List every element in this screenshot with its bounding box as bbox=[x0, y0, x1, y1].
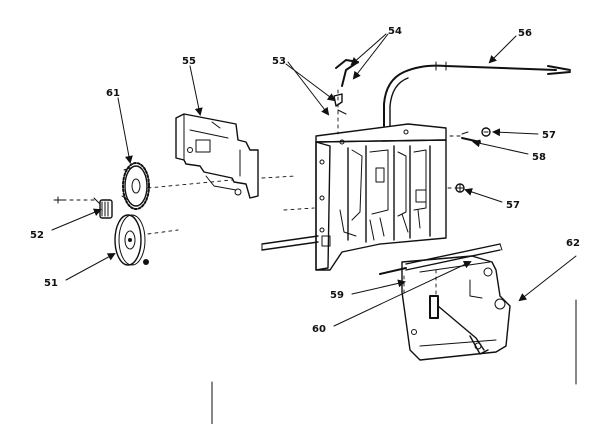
callout-56: 56 bbox=[518, 28, 532, 39]
callout-55: 55 bbox=[182, 56, 196, 67]
spring-part-54 bbox=[335, 59, 359, 87]
callout-labels: 61 52 51 55 53 54 56 57 58 57 62 59 60 bbox=[30, 26, 580, 335]
clip-part-53 bbox=[333, 93, 347, 115]
bracket-part-55 bbox=[175, 113, 259, 199]
washer-part-58 bbox=[461, 131, 481, 143]
gear-part-61 bbox=[121, 162, 150, 210]
switch-housing-block bbox=[261, 123, 447, 271]
callout-61: 61 bbox=[106, 88, 120, 99]
callout-57-bottom: 57 bbox=[506, 200, 520, 211]
callout-54: 54 bbox=[388, 26, 402, 37]
callout-58: 58 bbox=[532, 152, 546, 163]
cable-part-56 bbox=[383, 61, 571, 127]
screw-part-57b bbox=[455, 183, 465, 193]
callout-52: 52 bbox=[30, 230, 44, 241]
callout-51: 51 bbox=[44, 278, 58, 289]
screw-part-57a bbox=[481, 127, 491, 137]
callout-60: 60 bbox=[312, 324, 326, 335]
pinion-part-52 bbox=[93, 197, 113, 219]
leader-lines bbox=[51, 33, 577, 327]
callout-53: 53 bbox=[272, 56, 286, 67]
callout-59: 59 bbox=[330, 290, 344, 301]
screw-left bbox=[53, 196, 67, 204]
gear-part-51 bbox=[114, 214, 149, 266]
callout-57-top: 57 bbox=[542, 130, 556, 141]
plate-part-62 bbox=[401, 255, 511, 361]
callout-62: 62 bbox=[566, 238, 580, 249]
margin-marks bbox=[211, 299, 577, 424]
lever-part-60 bbox=[429, 295, 489, 355]
